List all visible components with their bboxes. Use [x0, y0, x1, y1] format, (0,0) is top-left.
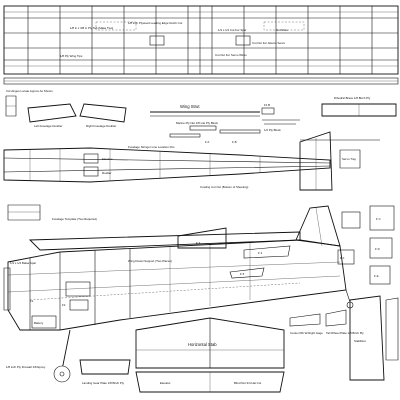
label-left-doubler: Left Fuselage Doubler [34, 124, 62, 128]
label-ff: F F [340, 256, 345, 260]
label-battery: Battery [34, 321, 44, 325]
dihedral-brace: Dihedral Brace 1/8 Birch Ply [321, 96, 397, 117]
label-f4: F 4 [258, 251, 263, 255]
label-horizontal-stab: Horizontal Stab [188, 342, 217, 347]
servo-cutout-right [235, 35, 251, 46]
fuselage-top-view: Elevator Rudder Fuselage Stringer Line L… [3, 145, 331, 189]
wing-strut-group: Wing Strut Marine Ply Nut 1/8 Lite Ply B… [150, 104, 261, 144]
label-f3: F 3 [196, 241, 201, 245]
wing-panel: 1/8 in x 3/8 in Ply Tab (Make Two) 1/8 i… [3, 5, 399, 75]
vertical-fin: Servo Tray [299, 131, 380, 191]
tail-wheel-plate: Tail Wheel Plate 1/8 Birch Ply [325, 309, 364, 335]
label-wing-strut: Wing Strut [180, 104, 200, 109]
label-blind-nut: Blind Nut 3/4 Hat Cut [234, 381, 261, 385]
label-fuselage-template: Fuselage Template (Two Required) [52, 217, 97, 221]
center-parts: F 3 F 4 F 5 [177, 227, 291, 279]
label-cut-slots: Cut Slots [276, 28, 288, 32]
label-fa: F A [205, 140, 209, 144]
servo-cutout-left [149, 35, 165, 46]
label-fd: F D [375, 247, 380, 251]
wing-ribs [27, 6, 373, 74]
ply-blocks: F1 B 1/2 Ply Block [261, 103, 300, 132]
horizontal-stabilizer: Horizontal Stab Elevator Blind Nut 3/4 H… [135, 317, 285, 393]
label-wing-wire: Cut Out For Aileron Servo [252, 41, 285, 45]
label-cut-out-servo: Cut Out For Servo Wires [215, 53, 247, 57]
label-f2: F2 [62, 303, 66, 307]
landing-gear-leg [61, 329, 71, 371]
label-fc: F C [376, 217, 381, 221]
fuselage-template: Fuselage Template (Two Required) [7, 204, 97, 221]
label-fb: F B [232, 140, 237, 144]
fin-side [295, 205, 341, 247]
label-wing-dowel: Wing Dowel Support (Two Places) [128, 259, 172, 263]
label-strut-detail: Marine Ply Nut 1/8 Lite Ply Block [176, 121, 218, 125]
fuselage-side-view: Battery 1/4 x 1/4 Balsa Spar Wing Dowel … [3, 205, 354, 383]
label-ply-tabs: 1/8 in x 3/8 in Ply Tab (Make Two) [70, 26, 113, 30]
left-doubler-shape [27, 103, 77, 123]
label-landing-gear: Landing Gear Plate 1/8 Birch Ply [82, 381, 124, 385]
landing-gear-plate: Landing Gear Plate 1/8 Birch Ply [79, 359, 131, 385]
label-wing-tips: 1/8 Ply Wing Tips [60, 54, 83, 58]
label-f1: F1 [30, 299, 34, 303]
label-f5: F 5 [240, 272, 245, 276]
center-rib: Center Rib W-Right Gage [289, 313, 323, 335]
label-rudder: Rudder [102, 171, 112, 175]
label-elevator-bottom: Elevator [160, 381, 171, 385]
label-lite-ply-spar: 1/8 inch Plywood Leading Edge Notch Cut [128, 21, 182, 25]
label-ply-f2: 1/2 Ply Block [264, 128, 281, 132]
fuselage-doublers: Left Fuselage Doubler Right Fuselage Dou… [5, 95, 127, 128]
label-dihedral: Dihedral Brace 1/8 Birch Ply [334, 96, 371, 100]
label-servo-tray: Servo Tray [342, 157, 357, 161]
battery-box [31, 315, 57, 329]
wing-side-profile [28, 231, 301, 251]
right-doubler-shape [79, 103, 127, 123]
rudder-servo [83, 166, 99, 177]
label-firewall: 1/8 inch Ply Firewall 1/8 Epoxy [6, 365, 46, 369]
label-center-rib: Center Rib W-Right Gage [290, 331, 323, 335]
label-cowl-cutout: Cowling Cut Out (Bottom of Sheeting) [200, 185, 248, 189]
label-tail-wheel: Tail Wheel Plate 1/8 Birch Ply [326, 331, 364, 335]
stab-outline [135, 317, 285, 369]
label-ca-hinges: CA Hinges Locate Approx As Shown [6, 89, 53, 93]
label-ply-f1: F1 B [264, 103, 270, 107]
servo-tray-box [65, 281, 91, 297]
label-top-nut: 1/4 x 1/4 Cut For Spar [218, 28, 246, 32]
label-elevator: Elevator [102, 157, 113, 161]
formers-column: F C F D F E F F [337, 205, 395, 285]
fuselage-outline [7, 239, 347, 331]
label-fuselage-top: Fuselage Stringer Line Location Pos [128, 145, 175, 149]
stabilizer-part: Stabilizer [349, 295, 399, 381]
main-wheel [53, 365, 71, 383]
label-right-doubler: Right Fuselage Doubler [86, 124, 116, 128]
label-fe: F E [374, 274, 379, 278]
elevator-servo [83, 153, 99, 164]
label-balsa-dowel: 1/4 x 1/4 Balsa Spar [10, 261, 36, 265]
elevator-outline [135, 371, 285, 393]
hinge-strip: CA Hinges Locate Approx As Shown [3, 77, 399, 93]
label-stabilizer: Stabilizer [354, 339, 366, 343]
